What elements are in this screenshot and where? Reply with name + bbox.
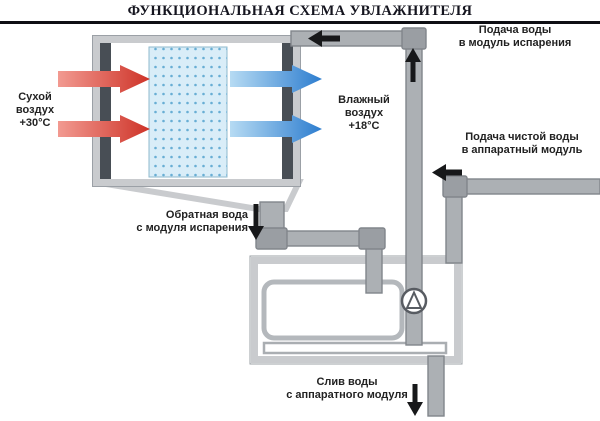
drain-water-line1: Слив воды (316, 376, 378, 388)
hot-air-arrow-bottom (58, 115, 150, 143)
tank-outline (249, 255, 463, 365)
clean-water-supply-label: Подача чистой воды в аппаратный модуль (446, 131, 598, 157)
clean-water-supply-line1: Подача чистой воды (465, 131, 579, 143)
elbow-clean (442, 175, 468, 198)
return-water-label: Обратная вода с модуля испарения (122, 209, 248, 235)
drain-water-line2: с аппаратного модуля (286, 389, 408, 401)
evaporation-module (92, 35, 304, 212)
pump-icon (400, 287, 428, 315)
humid-air-label-line1: Влажный (338, 94, 390, 106)
flow-arrow-clean-left-icon (432, 164, 462, 181)
flow-arrows (248, 30, 462, 416)
flow-arrow-supply-left-icon (308, 30, 340, 47)
humid-air-label-line2: воздух (344, 107, 384, 119)
cold-air-arrow-bottom (230, 115, 322, 143)
humid-air-label: Влажный воздух +18°C (327, 94, 401, 133)
evaporation-box-outline (92, 35, 301, 187)
pipe-clean-horizontal (453, 178, 600, 195)
drain-channel (262, 341, 448, 355)
water-supply-evaporation-label: Подача воды в модуль испарения (434, 24, 596, 50)
flow-arrow-supply-up-icon (405, 48, 421, 82)
dry-air-label-line2: воздух (15, 104, 55, 116)
page-title: ФУНКЦИОНАЛЬНАЯ СХЕМА УВЛАЖНИТЕЛЯ (127, 3, 473, 19)
media-panel-dots (149, 47, 227, 177)
flow-arrow-drain-down-icon (407, 384, 423, 416)
cold-air-arrow-top (230, 65, 322, 93)
humid-air-label-line3: +18°C (348, 120, 380, 132)
pump-impeller (405, 290, 423, 309)
apparatus-module (249, 255, 463, 365)
dry-air-label: Сухой воздух +30°C (4, 91, 66, 130)
basin (261, 279, 405, 341)
dry-air-label-line3: +30°C (19, 117, 51, 129)
clean-water-supply-line2: в аппаратный модуль (461, 144, 583, 156)
water-supply-evaporation-line1: Подача воды (478, 24, 552, 36)
drain-water-label: Слив воды с аппаратного модуля (286, 376, 408, 402)
elbow-supply (401, 27, 427, 50)
elbow-return-right (358, 227, 386, 250)
air-arrows (58, 65, 322, 143)
dry-air-label-line1: Сухой (18, 91, 52, 103)
hot-air-arrow-top (58, 65, 150, 93)
title-underline (0, 21, 600, 24)
air-seal-right (282, 43, 293, 179)
water-supply-evaporation-line2: в модуль испарения (458, 37, 572, 49)
flow-arrow-return-down-icon (248, 204, 264, 240)
pipe-drain (427, 355, 445, 417)
air-seal-left (100, 43, 111, 179)
return-water-line2: с модуля испарения (136, 222, 248, 234)
return-water-line1: Обратная вода (165, 209, 248, 221)
